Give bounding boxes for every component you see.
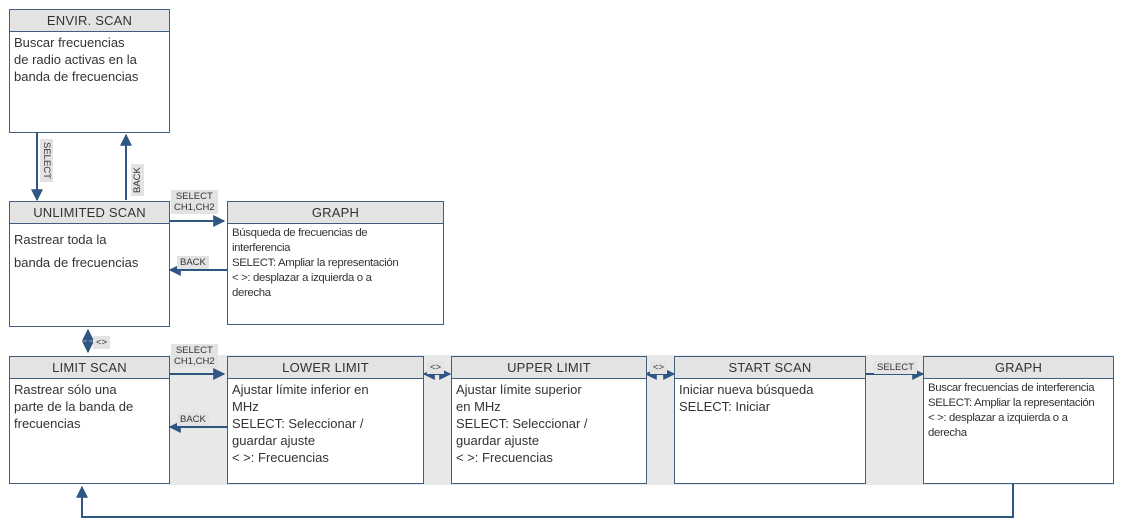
node-upper-limit: UPPER LIMIT Ajustar límite superior en M… bbox=[451, 356, 647, 484]
node-lower-limit-body: Ajustar límite inferior en MHz SELECT: S… bbox=[232, 382, 369, 465]
label-nav-unlimited-limit: <> bbox=[93, 336, 111, 349]
node-envir-scan-title: ENVIR. SCAN bbox=[10, 10, 169, 32]
node-upper-limit-title: UPPER LIMIT bbox=[452, 357, 646, 379]
node-graph-bottom-body: Buscar frecuencias de interferencia SELE… bbox=[928, 382, 1095, 439]
label-back-up: BACK bbox=[131, 164, 144, 196]
node-lower-limit: LOWER LIMIT Ajustar límite inferior en M… bbox=[227, 356, 424, 484]
node-envir-scan: ENVIR. SCAN Buscar frecuencias de radio … bbox=[9, 9, 170, 133]
node-graph-bottom: GRAPH Buscar frecuencias de interferenci… bbox=[923, 356, 1114, 484]
node-graph-top-title: GRAPH bbox=[228, 202, 443, 224]
node-unlimited-scan-body: Rastrear toda la banda de frecuencias bbox=[14, 232, 139, 270]
label-nav-upper-start: <> bbox=[650, 361, 668, 374]
node-graph-top: GRAPH Búsqueda de frecuencias de interfe… bbox=[227, 201, 444, 325]
edge-return-loop bbox=[76, 484, 1014, 518]
node-graph-bottom-title: GRAPH bbox=[924, 357, 1113, 379]
label-select-down: SELECT bbox=[40, 139, 53, 182]
node-unlimited-scan-title: UNLIMITED SCAN bbox=[10, 202, 169, 224]
node-start-scan: START SCAN Iniciar nueva búsqueda SELECT… bbox=[674, 356, 866, 484]
node-limit-scan-body: Rastrear sólo una parte de la banda de f… bbox=[14, 382, 134, 431]
node-lower-limit-title: LOWER LIMIT bbox=[228, 357, 423, 379]
label-back-bottom: BACK bbox=[177, 413, 209, 426]
label-select-start-graph: SELECT bbox=[874, 361, 917, 374]
node-graph-top-body: Búsqueda de frecuencias de interferencia… bbox=[232, 227, 399, 299]
node-envir-scan-body: Buscar frecuencias de radio activas en l… bbox=[14, 35, 139, 84]
node-upper-limit-body: Ajustar límite superior en MHz SELECT: S… bbox=[456, 382, 588, 465]
label-back-top: BACK bbox=[177, 256, 209, 269]
label-select-ch-top: SELECT CH1,CH2 bbox=[171, 190, 218, 214]
node-start-scan-body: Iniciar nueva búsqueda SELECT: Iniciar bbox=[679, 382, 814, 414]
node-unlimited-scan: UNLIMITED SCAN Rastrear toda la banda de… bbox=[9, 201, 170, 327]
node-limit-scan: LIMIT SCAN Rastrear sólo una parte de la… bbox=[9, 356, 170, 484]
node-start-scan-title: START SCAN bbox=[675, 357, 865, 379]
label-select-ch-bottom: SELECT CH1,CH2 bbox=[171, 344, 218, 368]
node-limit-scan-title: LIMIT SCAN bbox=[10, 357, 169, 379]
label-nav-lower-upper: <> bbox=[427, 361, 445, 374]
